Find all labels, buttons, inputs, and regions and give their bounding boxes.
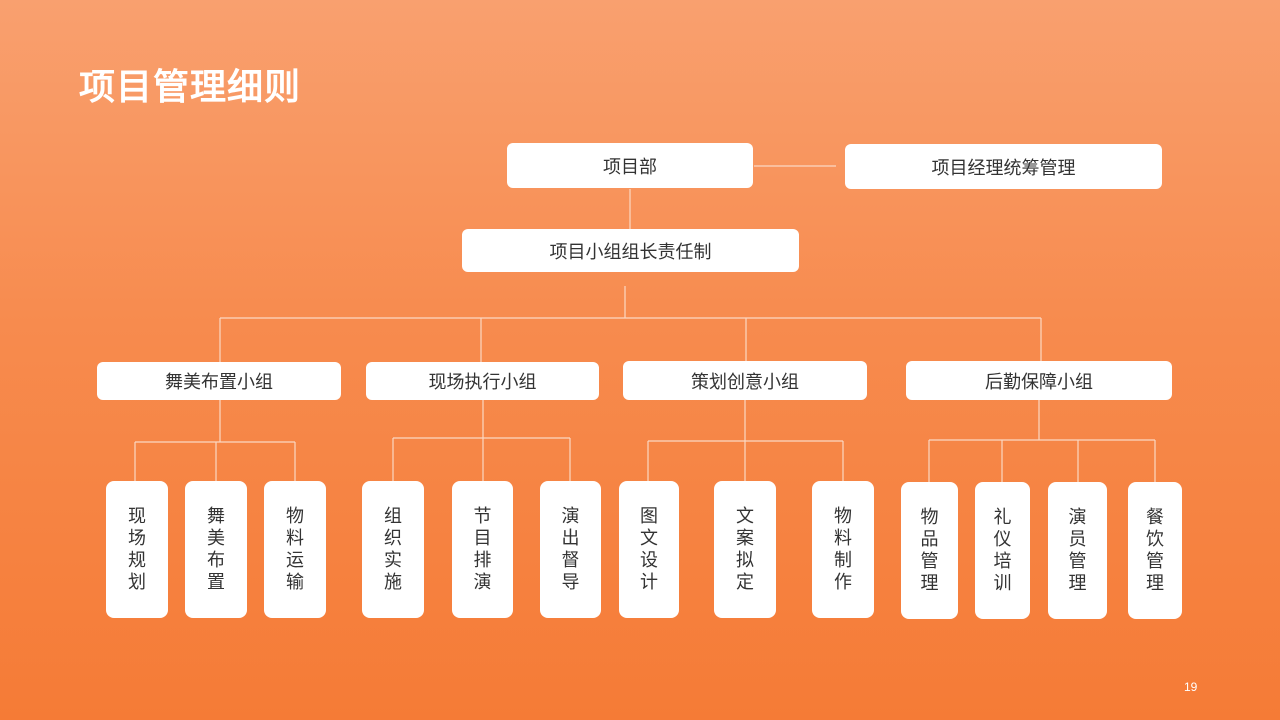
task-label: 现场规划 xyxy=(128,505,146,593)
page-number: 19 xyxy=(1184,680,1198,694)
task-box: 图文设计 xyxy=(619,481,679,618)
task-box: 物料运输 xyxy=(264,481,326,618)
group-box-creative: 策划创意小组 xyxy=(623,361,867,400)
task-label: 餐饮管理 xyxy=(1146,506,1164,594)
task-box: 节目排演 xyxy=(452,481,513,618)
task-box: 礼仪培训 xyxy=(975,482,1030,619)
task-box: 组织实施 xyxy=(362,481,424,618)
task-label: 文案拟定 xyxy=(736,505,754,593)
group-label: 舞美布置小组 xyxy=(165,372,273,393)
task-label: 演员管理 xyxy=(1068,506,1087,594)
task-label: 物料运输 xyxy=(286,505,304,593)
task-box: 演员管理 xyxy=(1048,482,1107,619)
task-box: 物料制作 xyxy=(812,481,874,618)
task-box: 物品管理 xyxy=(901,482,958,619)
group-box-onsite: 现场执行小组 xyxy=(366,362,599,400)
task-box: 演出督导 xyxy=(540,481,601,618)
task-box: 舞美布置 xyxy=(185,481,247,618)
task-box: 文案拟定 xyxy=(714,481,776,618)
project-dept-box: 项目部 xyxy=(507,143,753,188)
task-box: 现场规划 xyxy=(106,481,168,618)
group-box-logistics: 后勤保障小组 xyxy=(906,361,1172,400)
group-label: 策划创意小组 xyxy=(691,371,799,393)
task-label: 图文设计 xyxy=(640,505,658,593)
group-leader-box: 项目小组组长责任制 xyxy=(462,229,799,272)
project-manager-box: 项目经理统筹管理 xyxy=(845,144,1162,189)
group-box-stage: 舞美布置小组 xyxy=(97,362,341,400)
group-label: 现场执行小组 xyxy=(428,372,537,393)
project-dept-label: 项目部 xyxy=(603,156,657,178)
task-label: 节目排演 xyxy=(473,505,492,593)
page-title: 项目管理细则 xyxy=(79,67,302,108)
project-manager-label: 项目经理统筹管理 xyxy=(931,157,1076,179)
task-box: 餐饮管理 xyxy=(1128,482,1182,619)
group-leader-label: 项目小组组长责任制 xyxy=(549,241,712,263)
task-label: 物品管理 xyxy=(920,506,939,594)
task-label: 组织实施 xyxy=(384,505,402,593)
task-label: 舞美布置 xyxy=(207,505,225,593)
task-label: 礼仪培训 xyxy=(993,506,1012,594)
group-label: 后勤保障小组 xyxy=(985,371,1093,393)
task-label: 物料制作 xyxy=(834,505,852,593)
task-label: 演出督导 xyxy=(561,505,580,593)
